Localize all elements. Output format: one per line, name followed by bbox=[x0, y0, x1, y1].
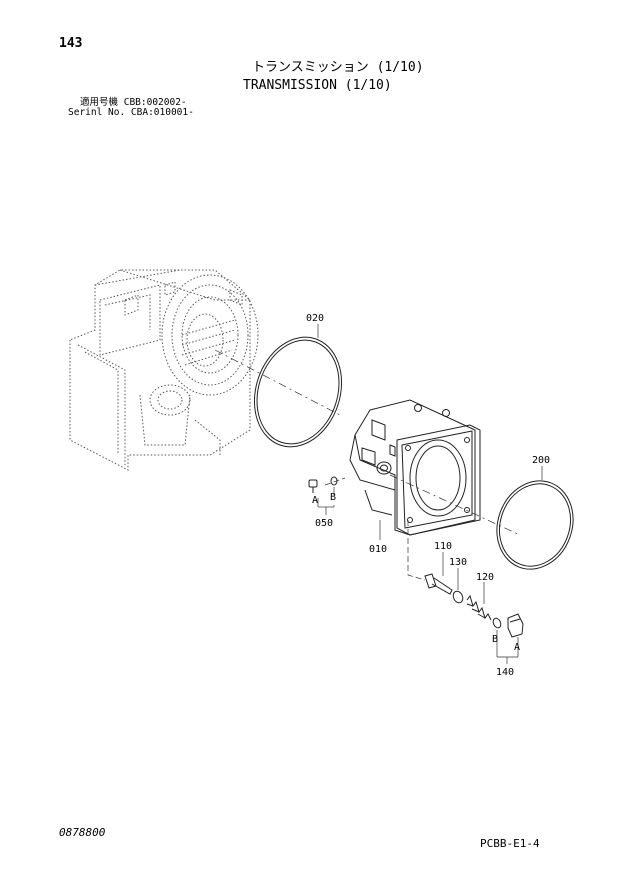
callout-010: 010 bbox=[369, 544, 387, 555]
spring-120 bbox=[466, 582, 492, 621]
applicability-japanese: 適用号機 CBB:002002- bbox=[80, 97, 187, 108]
ref-letter-a-right: A bbox=[514, 642, 520, 653]
assembly-centerline bbox=[214, 349, 521, 581]
page-code: PCBB-E1-4 bbox=[480, 837, 540, 850]
plug-050 bbox=[308, 476, 338, 515]
callout-140: 140 bbox=[496, 667, 514, 678]
callout-120: 120 bbox=[476, 572, 494, 583]
o-ring-200 bbox=[496, 466, 574, 570]
callout-200: 200 bbox=[532, 455, 550, 466]
plug-140 bbox=[492, 613, 524, 664]
callout-050: 050 bbox=[315, 518, 333, 529]
ref-letter-a-left: A bbox=[312, 495, 318, 506]
bolt-110 bbox=[424, 552, 453, 595]
page-title-english: TRANSMISSION (1/10) bbox=[243, 78, 392, 93]
ref-letter-b-right: B bbox=[492, 634, 498, 645]
washer-130 bbox=[452, 568, 464, 604]
callout-110: 110 bbox=[434, 541, 452, 552]
callout-130: 130 bbox=[449, 557, 467, 568]
document-code: 0878800 bbox=[59, 826, 106, 839]
page-number: 143 bbox=[59, 36, 83, 51]
o-ring-020 bbox=[253, 324, 343, 448]
page-title-japanese: トランスミッション (1/10) bbox=[252, 60, 424, 75]
transmission-cover-010 bbox=[349, 399, 481, 540]
ref-letter-b-left: B bbox=[330, 492, 336, 503]
transmission-housing-ghost bbox=[69, 269, 259, 471]
applicability-serial: Serinl No. CBA:010001- bbox=[68, 107, 194, 118]
callout-020: 020 bbox=[306, 313, 324, 324]
